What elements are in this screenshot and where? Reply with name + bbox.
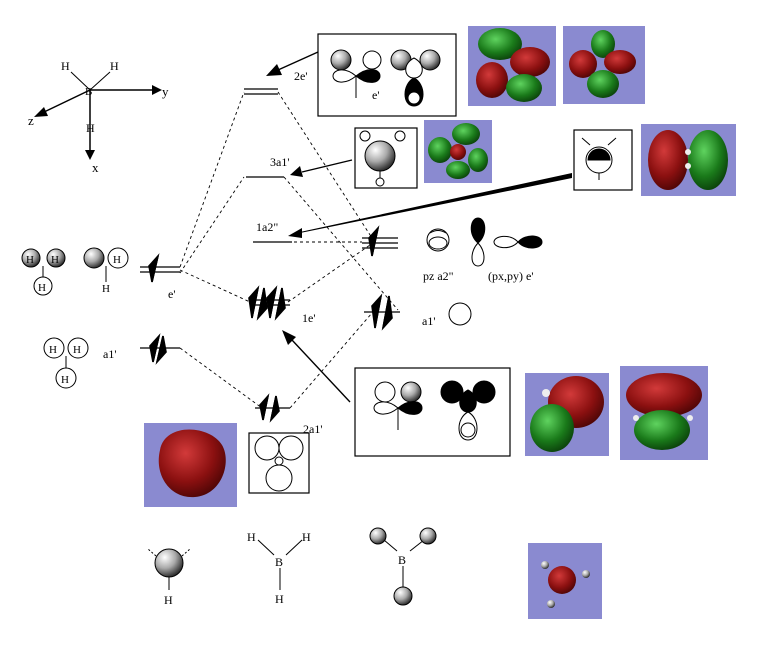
bottom-bh3-h3: H — [275, 592, 284, 606]
coordinate-axes — [34, 71, 162, 160]
h3-a1-orbital — [43, 337, 89, 389]
level-label-3a1: 3a1' — [270, 155, 290, 169]
orbital-image-2e-b — [563, 26, 645, 104]
box-pi-star — [573, 129, 633, 191]
h3-e2-h1: H — [113, 254, 121, 266]
h3-e1-h2: H — [51, 254, 59, 266]
axis-atom-h2: H — [110, 59, 119, 73]
box-1e-combinations — [354, 367, 511, 457]
axis-label-y: y — [162, 84, 169, 99]
electrons — [148, 225, 393, 423]
pointer-arrows — [266, 51, 572, 403]
axis-atom-h1: H — [61, 59, 70, 73]
orbital-image-3a1 — [424, 120, 492, 183]
axis-label-z: z — [28, 113, 34, 128]
h3-a1-h2: H — [73, 344, 81, 356]
orbital-image-bottom — [528, 543, 602, 619]
h3-e-orbital-1 — [21, 248, 66, 296]
h3-a1-h1: H — [49, 344, 57, 356]
h3-a1-h3: H — [61, 374, 69, 386]
b-s-orbital — [448, 302, 472, 326]
correlation-lines — [179, 91, 399, 409]
axis-atom-h3: H — [86, 121, 95, 135]
axis-atom-b: B — [85, 86, 92, 98]
bottom-b-spheres-b: B — [398, 553, 406, 567]
bottom-sp2-sketch — [147, 548, 191, 590]
level-label-left-a1: a1' — [103, 347, 117, 361]
h3-e1-h1: H — [26, 254, 34, 266]
axis-label-x: x — [92, 160, 99, 175]
bottom-bh3-h2: H — [302, 530, 311, 544]
label-pz-a2: pz a2" — [423, 269, 454, 283]
box-2e-combinations — [317, 33, 457, 117]
box-2a1-combination — [248, 432, 310, 494]
orbital-image-pi-star — [641, 124, 736, 196]
bottom-bh3-h1: H — [247, 530, 256, 544]
box-2e-label: e' — [372, 88, 380, 102]
box-3a1-combination — [354, 127, 418, 189]
label-pxpy-e: (px,py) e' — [488, 269, 533, 283]
orbital-image-1e-b — [620, 366, 708, 460]
level-label-1a2: 1a2" — [256, 220, 278, 234]
bottom-b-spheres-sketch — [369, 527, 437, 606]
level-label-right-a1: a1' — [422, 314, 436, 328]
level-label-left-e: e' — [168, 287, 176, 301]
orbital-image-1e-a — [525, 373, 609, 456]
bottom-sp2-h: H — [164, 593, 173, 607]
orbital-image-2a1 — [144, 423, 237, 507]
level-label-1e: 1e' — [302, 311, 316, 325]
h3-e2-h2: H — [102, 283, 110, 295]
h3-e-orbital-2 — [83, 247, 129, 282]
level-label-2e: 2e' — [294, 69, 308, 83]
bottom-bh3-b: B — [275, 555, 283, 569]
b-pz-orbital — [426, 217, 486, 267]
h3-e1-h3: H — [38, 282, 46, 294]
orbital-image-2e-a — [468, 26, 556, 106]
b-pxpy-orbital — [493, 235, 543, 249]
bottom-bh3-sketch — [257, 539, 303, 590]
